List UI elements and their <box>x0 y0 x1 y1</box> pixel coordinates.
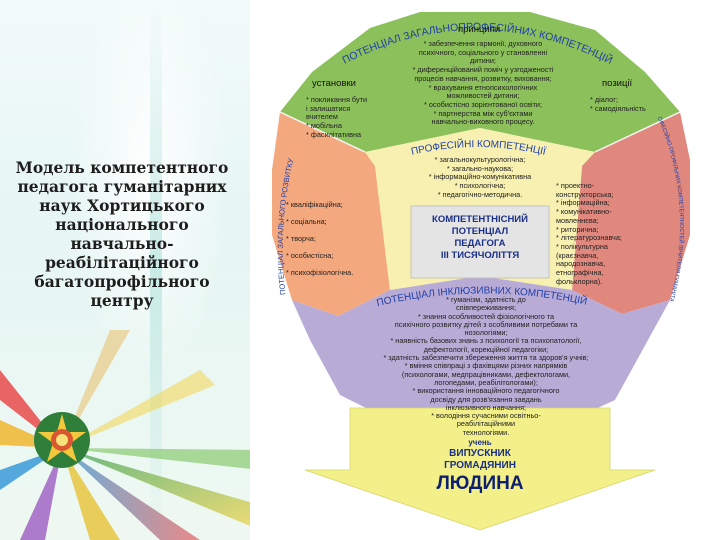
list-item: * полікультурна <box>556 241 608 251</box>
list-item: * загальнокультурологічна; <box>434 155 526 164</box>
list-item: народознавча, <box>556 259 606 269</box>
list-item: нозологіями; <box>464 328 508 338</box>
list-item: дефектології, корекційної педагогіки; <box>423 344 549 354</box>
list-item: * володіння сучасними освітньо- <box>431 411 541 421</box>
list-item: * інформаційно-комунікативна <box>428 172 532 182</box>
list-item: логопедами, реабілітологами); <box>434 377 538 387</box>
list-item: * літературознавча; <box>556 233 622 243</box>
diagram-shapes: ПОТЕНЦІАЛ ЗАГАЛЬНОПРОФЕСІЙНИХ КОМПЕТЕНЦІ… <box>250 0 690 531</box>
list-item: процесів навчання, розвитку, виховання; <box>414 73 552 83</box>
list-item: * використання інноваційного педагогічно… <box>412 386 560 396</box>
profile-list: * проектно-конструкторська;* інформаційн… <box>556 181 646 286</box>
list-item: * здатність забезпечити збереження життя… <box>383 353 589 363</box>
list-item: * особистісна; <box>286 251 334 260</box>
graduate-line-4: ЛЮДИНА <box>436 473 524 494</box>
list-item: і залишатися <box>306 103 351 113</box>
graduate-line-2: ВИПУСКНИК <box>449 448 511 459</box>
list-item: * психофізіологічна. <box>286 268 354 277</box>
list-item: * кваліфікаційна; <box>286 200 343 209</box>
list-item: * комунікативно- <box>556 207 612 217</box>
list-item: * диференційований поміч у узгодженості <box>412 65 554 75</box>
list-item: * фасилітативна <box>306 129 362 139</box>
core-line-3: ПЕДАГОГА <box>454 238 506 249</box>
list-item: * соціальна; <box>286 217 327 226</box>
list-item: * особистісно зорієнтованої освіти; <box>423 99 543 109</box>
core-line-4: ІІІ ТИСЯЧОЛІТТЯ <box>440 250 520 261</box>
list-item: * загально-наукова; <box>446 163 514 173</box>
list-item: * знання особливостей фізіологічного та <box>417 311 555 321</box>
list-item: технологіями. <box>462 427 510 437</box>
positions-heading: позиції <box>602 78 633 89</box>
list-item: * педагогічно-методична. <box>437 189 523 199</box>
list-item: реабілітаційними <box>456 419 516 429</box>
list-item: * психологічна; <box>454 181 506 191</box>
list-item: етнографічна, <box>556 268 604 278</box>
list-item: вчителем <box>306 112 338 122</box>
left-panel: Модель компетентного педагога гуманітарн… <box>0 0 250 540</box>
principles-heading: принципи <box>458 24 501 35</box>
list-item: * забезпечення гармонії, духовного <box>423 39 543 48</box>
list-item: психічного, соціального у становленні <box>418 47 548 57</box>
list-item: * наявність базових знань з психології т… <box>390 336 582 346</box>
core-line-2: ПОТЕНЦІАЛ <box>451 226 509 237</box>
orange-band <box>272 112 390 316</box>
list-item: * творча; <box>286 234 316 243</box>
core-box <box>410 205 550 279</box>
list-item: * інформаційна; <box>556 198 610 208</box>
professional-list: * загальнокультурологічна;* загально-нау… <box>410 155 550 200</box>
list-item: (психологами, медпрацівниками, дефектоло… <box>401 369 571 379</box>
core-line-1: КОМПЕТЕНТНІСНИЙ <box>432 214 528 225</box>
attitudes-heading: установки <box>312 78 356 89</box>
general-development-list: * кваліфікаційна; * соціальна; * творча; * … <box>286 196 381 281</box>
graduate-line-1: учень <box>468 438 492 447</box>
list-item: * діалог; <box>590 95 618 104</box>
graduate-text: учень ВИПУСКНИК ГРОМАДЯНИН ЛЮДИНА <box>380 438 580 496</box>
list-item: дитини; <box>470 56 496 66</box>
positions-list: * діалог;* самодіяльність <box>590 95 660 113</box>
list-item: (краєзнавча, <box>556 250 599 260</box>
list-item: співпереживання; <box>456 303 516 313</box>
list-item: * вміння співпраці з фахівцями різних на… <box>404 361 568 371</box>
list-item: інклюзивного навчання; <box>445 402 527 412</box>
list-item: досвіду для розв'язання завдань <box>430 394 542 404</box>
list-item: * партнерства між суб'єктами <box>433 108 533 118</box>
list-item: * гуманізм, здатність до <box>446 295 526 304</box>
list-item: * мобільна <box>306 121 342 131</box>
list-item: * риторична; <box>556 224 599 234</box>
list-item: * самодіяльність <box>590 103 646 113</box>
core-text: КОМПЕТЕНТНІСНИЙ ПОТЕНЦІАЛ ПЕДАГОГА ІІІ Т… <box>411 214 549 262</box>
competence-diagram: ПОТЕНЦІАЛ ЗАГАЛЬНОПРОФЕСІЙНИХ КОМПЕТЕНЦІ… <box>250 0 720 540</box>
list-item: можливостей дитини; <box>446 91 520 101</box>
list-item: мовленнєва; <box>556 215 599 225</box>
graduate-line-3: ГРОМАДЯНИН <box>444 460 516 471</box>
list-item: фольклорна). <box>556 276 603 286</box>
graduate-arrow <box>304 407 656 531</box>
emblem-icon <box>34 412 90 468</box>
list-item: * врахування етнопсихологічних <box>428 82 538 92</box>
purple-band <box>292 276 670 430</box>
list-item: конструкторська; <box>556 189 614 199</box>
list-item: * покликання бути <box>306 95 368 104</box>
list-item: навчально-виховного процесу. <box>431 117 535 127</box>
page-title: Модель компетентного педагога гуманітарн… <box>15 158 229 310</box>
list-item: психічного розвитку дітей з особливими п… <box>394 319 578 329</box>
red-band <box>572 112 690 314</box>
list-item: * проектно- <box>556 181 595 190</box>
green-band <box>280 12 680 152</box>
